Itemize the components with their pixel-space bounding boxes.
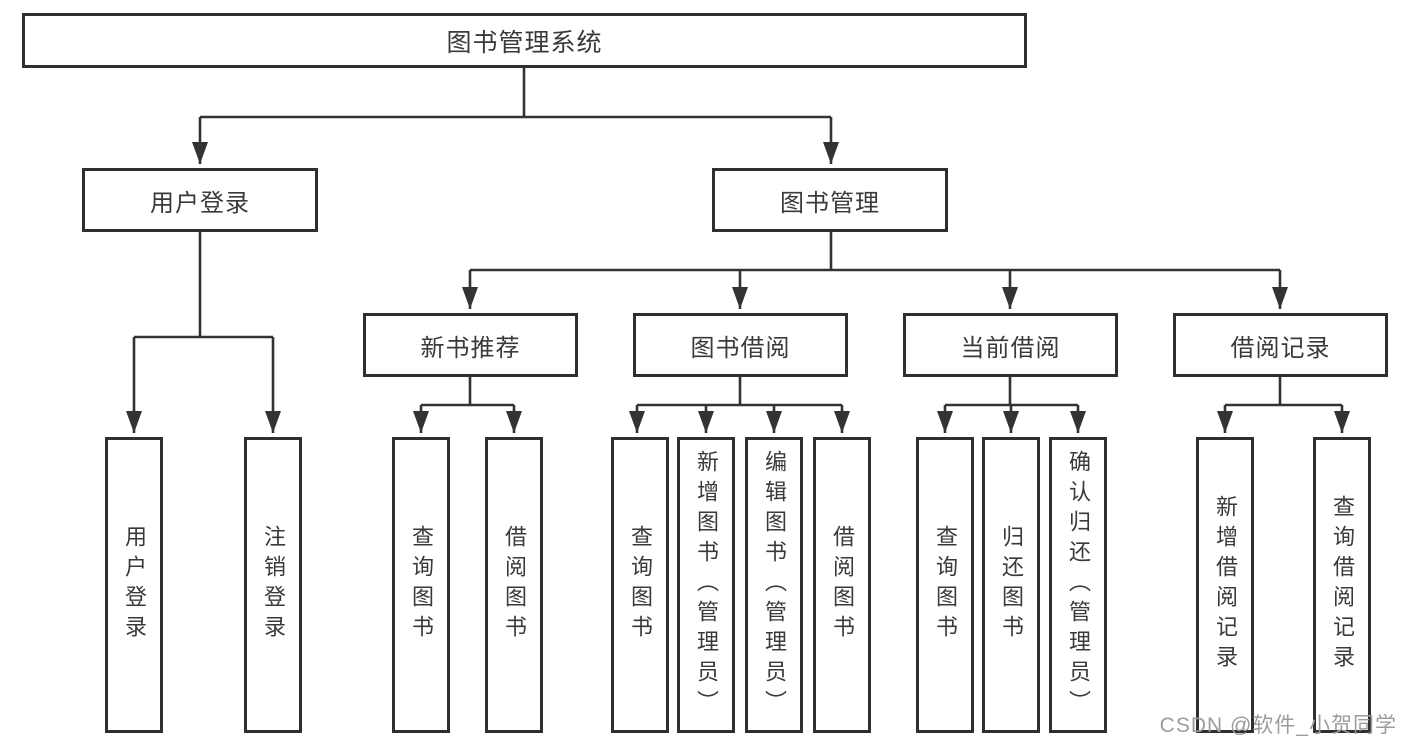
node-current-borrowing: 当前借阅 bbox=[903, 313, 1118, 377]
leaf-edit-books-admin: 编辑图书（管理员） bbox=[745, 437, 803, 733]
leaf-user-login: 用户登录 bbox=[105, 437, 163, 733]
leaf-logout-login: 注销登录 bbox=[244, 437, 302, 733]
node-user-login: 用户登录 bbox=[82, 168, 318, 232]
node-new-book-recommendation: 新书推荐 bbox=[363, 313, 578, 377]
leaf-borrow-books: 借阅图书 bbox=[813, 437, 871, 733]
leaf-query-books-current: 查询图书 bbox=[916, 437, 974, 733]
node-book-borrowing: 图书借阅 bbox=[633, 313, 848, 377]
leaf-query-books-recommend: 查询图书 bbox=[392, 437, 450, 733]
leaf-query-books-borrow: 查询图书 bbox=[611, 437, 669, 733]
leaf-borrow-books-recommend: 借阅图书 bbox=[485, 437, 543, 733]
node-borrowing-records: 借阅记录 bbox=[1173, 313, 1388, 377]
leaf-add-borrow-record: 新增借阅记录 bbox=[1196, 437, 1254, 733]
leaf-add-books-admin: 新增图书（管理员） bbox=[677, 437, 735, 733]
connector-line bbox=[637, 377, 842, 407]
connector-line bbox=[200, 68, 831, 119]
leaf-query-borrow-record: 查询借阅记录 bbox=[1313, 437, 1371, 733]
node-book-management: 图书管理 bbox=[712, 168, 948, 232]
tree-connectors bbox=[126, 68, 1350, 433]
leaf-confirm-return-admin: 确认归还（管理员） bbox=[1049, 437, 1107, 733]
connector-line bbox=[1225, 377, 1342, 407]
connector-line bbox=[134, 232, 273, 339]
leaf-return-books: 归还图书 bbox=[982, 437, 1040, 733]
node-library-system: 图书管理系统 bbox=[22, 13, 1027, 68]
connector-line bbox=[945, 377, 1078, 407]
connector-line bbox=[421, 377, 514, 407]
connector-line bbox=[470, 232, 1280, 272]
watermark-text: CSDN @软件_小贺同学 bbox=[1159, 714, 1397, 737]
